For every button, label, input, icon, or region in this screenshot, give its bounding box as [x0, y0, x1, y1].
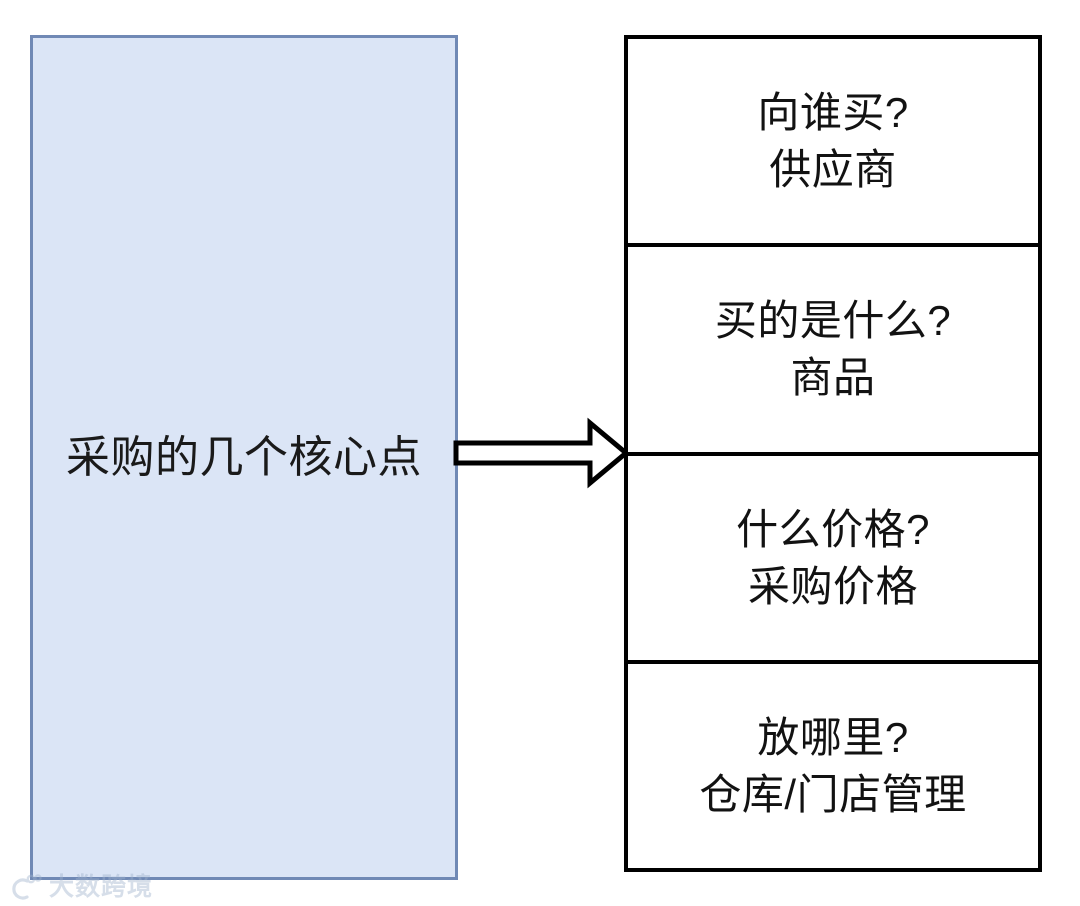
source-box: 采购的几个核心点	[30, 35, 458, 880]
target-box-price: 什么价格? 采购价格	[628, 455, 1038, 664]
target-box-warehouse-question: 放哪里?	[757, 713, 909, 761]
target-box-product: 买的是什么? 商品	[628, 247, 1038, 456]
target-box-supplier-answer: 供应商	[769, 146, 897, 194]
block-arrow-icon	[453, 417, 630, 489]
target-box-price-question: 什么价格?	[736, 505, 930, 553]
target-box-product-answer: 商品	[790, 354, 876, 402]
target-box-stack: 向谁买? 供应商 买的是什么? 商品 什么价格? 采购价格 放哪里? 仓库/门店…	[624, 35, 1042, 872]
target-box-supplier: 向谁买? 供应商	[628, 39, 1038, 248]
source-box-label: 采购的几个核心点	[66, 433, 422, 482]
target-box-warehouse: 放哪里? 仓库/门店管理	[628, 663, 1038, 868]
target-box-price-answer: 采购价格	[747, 562, 918, 610]
target-box-supplier-question: 向谁买?	[757, 89, 909, 137]
target-box-product-question: 买的是什么?	[714, 297, 952, 345]
connector-arrow	[453, 417, 630, 489]
target-box-warehouse-answer: 仓库/门店管理	[699, 770, 967, 818]
